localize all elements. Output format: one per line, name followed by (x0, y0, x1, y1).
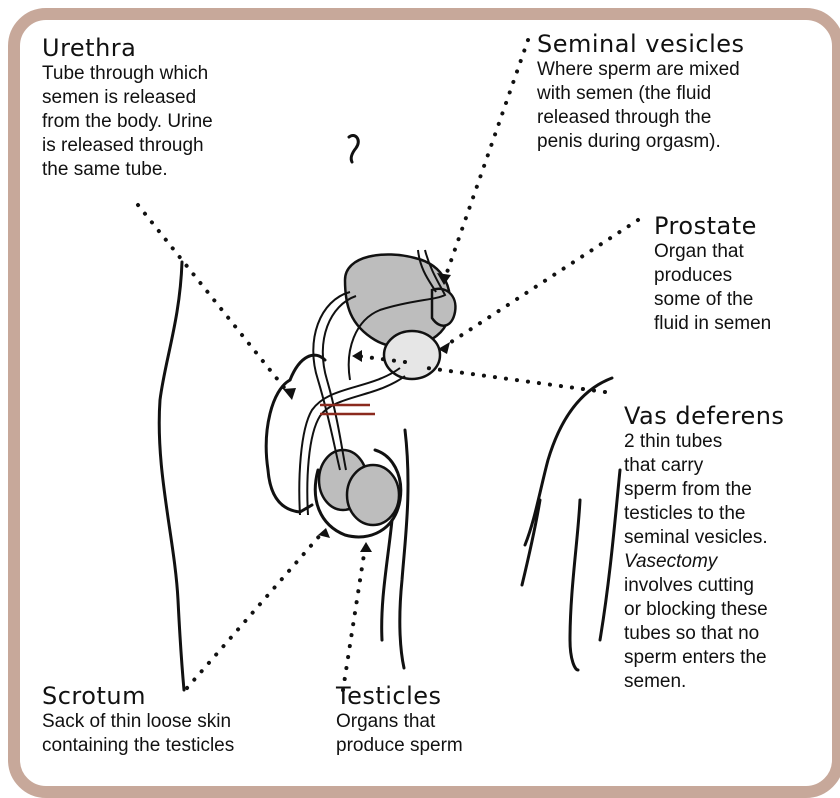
seminal-vesicles-description: Where sperm are mixed with semen (the fl… (537, 58, 807, 154)
seminal-vesicles-title: Seminal vesicles (537, 30, 807, 58)
scrotum-label: Scrotum Sack of thin loose skin containi… (42, 682, 322, 758)
leader-scrotum (187, 533, 322, 688)
leader-vas-deferens (420, 367, 605, 392)
testicles-label: Testicles Organs that produce sperm (336, 682, 536, 758)
prostate-label: Prostate Organ that produces some of the… (654, 212, 814, 336)
vasectomy-cut-marks (320, 405, 375, 414)
vas-deferens-description: 2 thin tubes that carry sperm from the t… (624, 430, 820, 694)
testicles-description: Organs that produce sperm (336, 710, 536, 758)
urethra-description: Tube through which semen is released fro… (42, 62, 282, 182)
urethra-label: Urethra Tube through which semen is rele… (42, 34, 282, 182)
scrotum-title: Scrotum (42, 682, 322, 710)
hand-outline (522, 378, 620, 670)
testicle-right (347, 465, 399, 525)
scrotum-description: Sack of thin loose skin containing the t… (42, 710, 322, 758)
prostate-description: Organ that produces some of the fluid in… (654, 240, 814, 336)
leader-prostate (445, 220, 638, 346)
penis-outline (266, 380, 312, 512)
leader-testicles (343, 548, 365, 690)
arrow-vas (352, 350, 362, 362)
vas-deferens-title: Vas deferens (624, 402, 820, 430)
leader-urethra (138, 205, 290, 395)
navel-mark (349, 135, 358, 162)
vas-deferens-label: Vas deferens 2 thin tubes that carry spe… (624, 402, 820, 694)
prostate-title: Prostate (654, 212, 814, 240)
seminal-vesicles-label: Seminal vesicles Where sperm are mixed w… (537, 30, 807, 154)
thigh-outline-inner (382, 520, 392, 640)
leader-seminal-vesicles (445, 40, 528, 278)
urethra-title: Urethra (42, 34, 282, 62)
thigh-outline-right (400, 430, 408, 668)
testicles-title: Testicles (336, 682, 536, 710)
arrow-testicles (360, 542, 372, 552)
arrow-urethra (283, 388, 296, 400)
vasectomy-term: Vasectomy (624, 551, 717, 572)
body-outline-left (159, 262, 184, 690)
